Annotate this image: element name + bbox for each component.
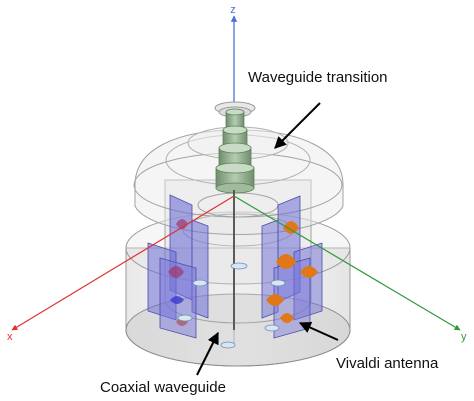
z-axis-label: z	[230, 4, 236, 16]
feed-connectors	[177, 262, 286, 349]
x-axis-label: x	[7, 331, 13, 343]
waveguide-transition-label: Waveguide transition	[248, 69, 388, 86]
vivaldi-antenna-label: Vivaldi antenna	[336, 355, 439, 372]
callout-arrows	[196, 102, 339, 376]
x-axis: x	[7, 195, 235, 343]
vivaldi-array-right	[261, 195, 323, 339]
coaxial-waveguide-arrow	[196, 331, 219, 376]
vivaldi-antenna-arrow	[298, 321, 339, 341]
waveguide-transition-post	[214, 101, 256, 330]
coaxial-waveguide-label: Coaxial waveguide	[100, 379, 226, 396]
y-axis-label: y	[461, 331, 467, 343]
y-axis: y	[233, 195, 467, 343]
waveguide-transition-arrow	[274, 102, 321, 149]
vivaldi-array-left	[147, 194, 209, 339]
